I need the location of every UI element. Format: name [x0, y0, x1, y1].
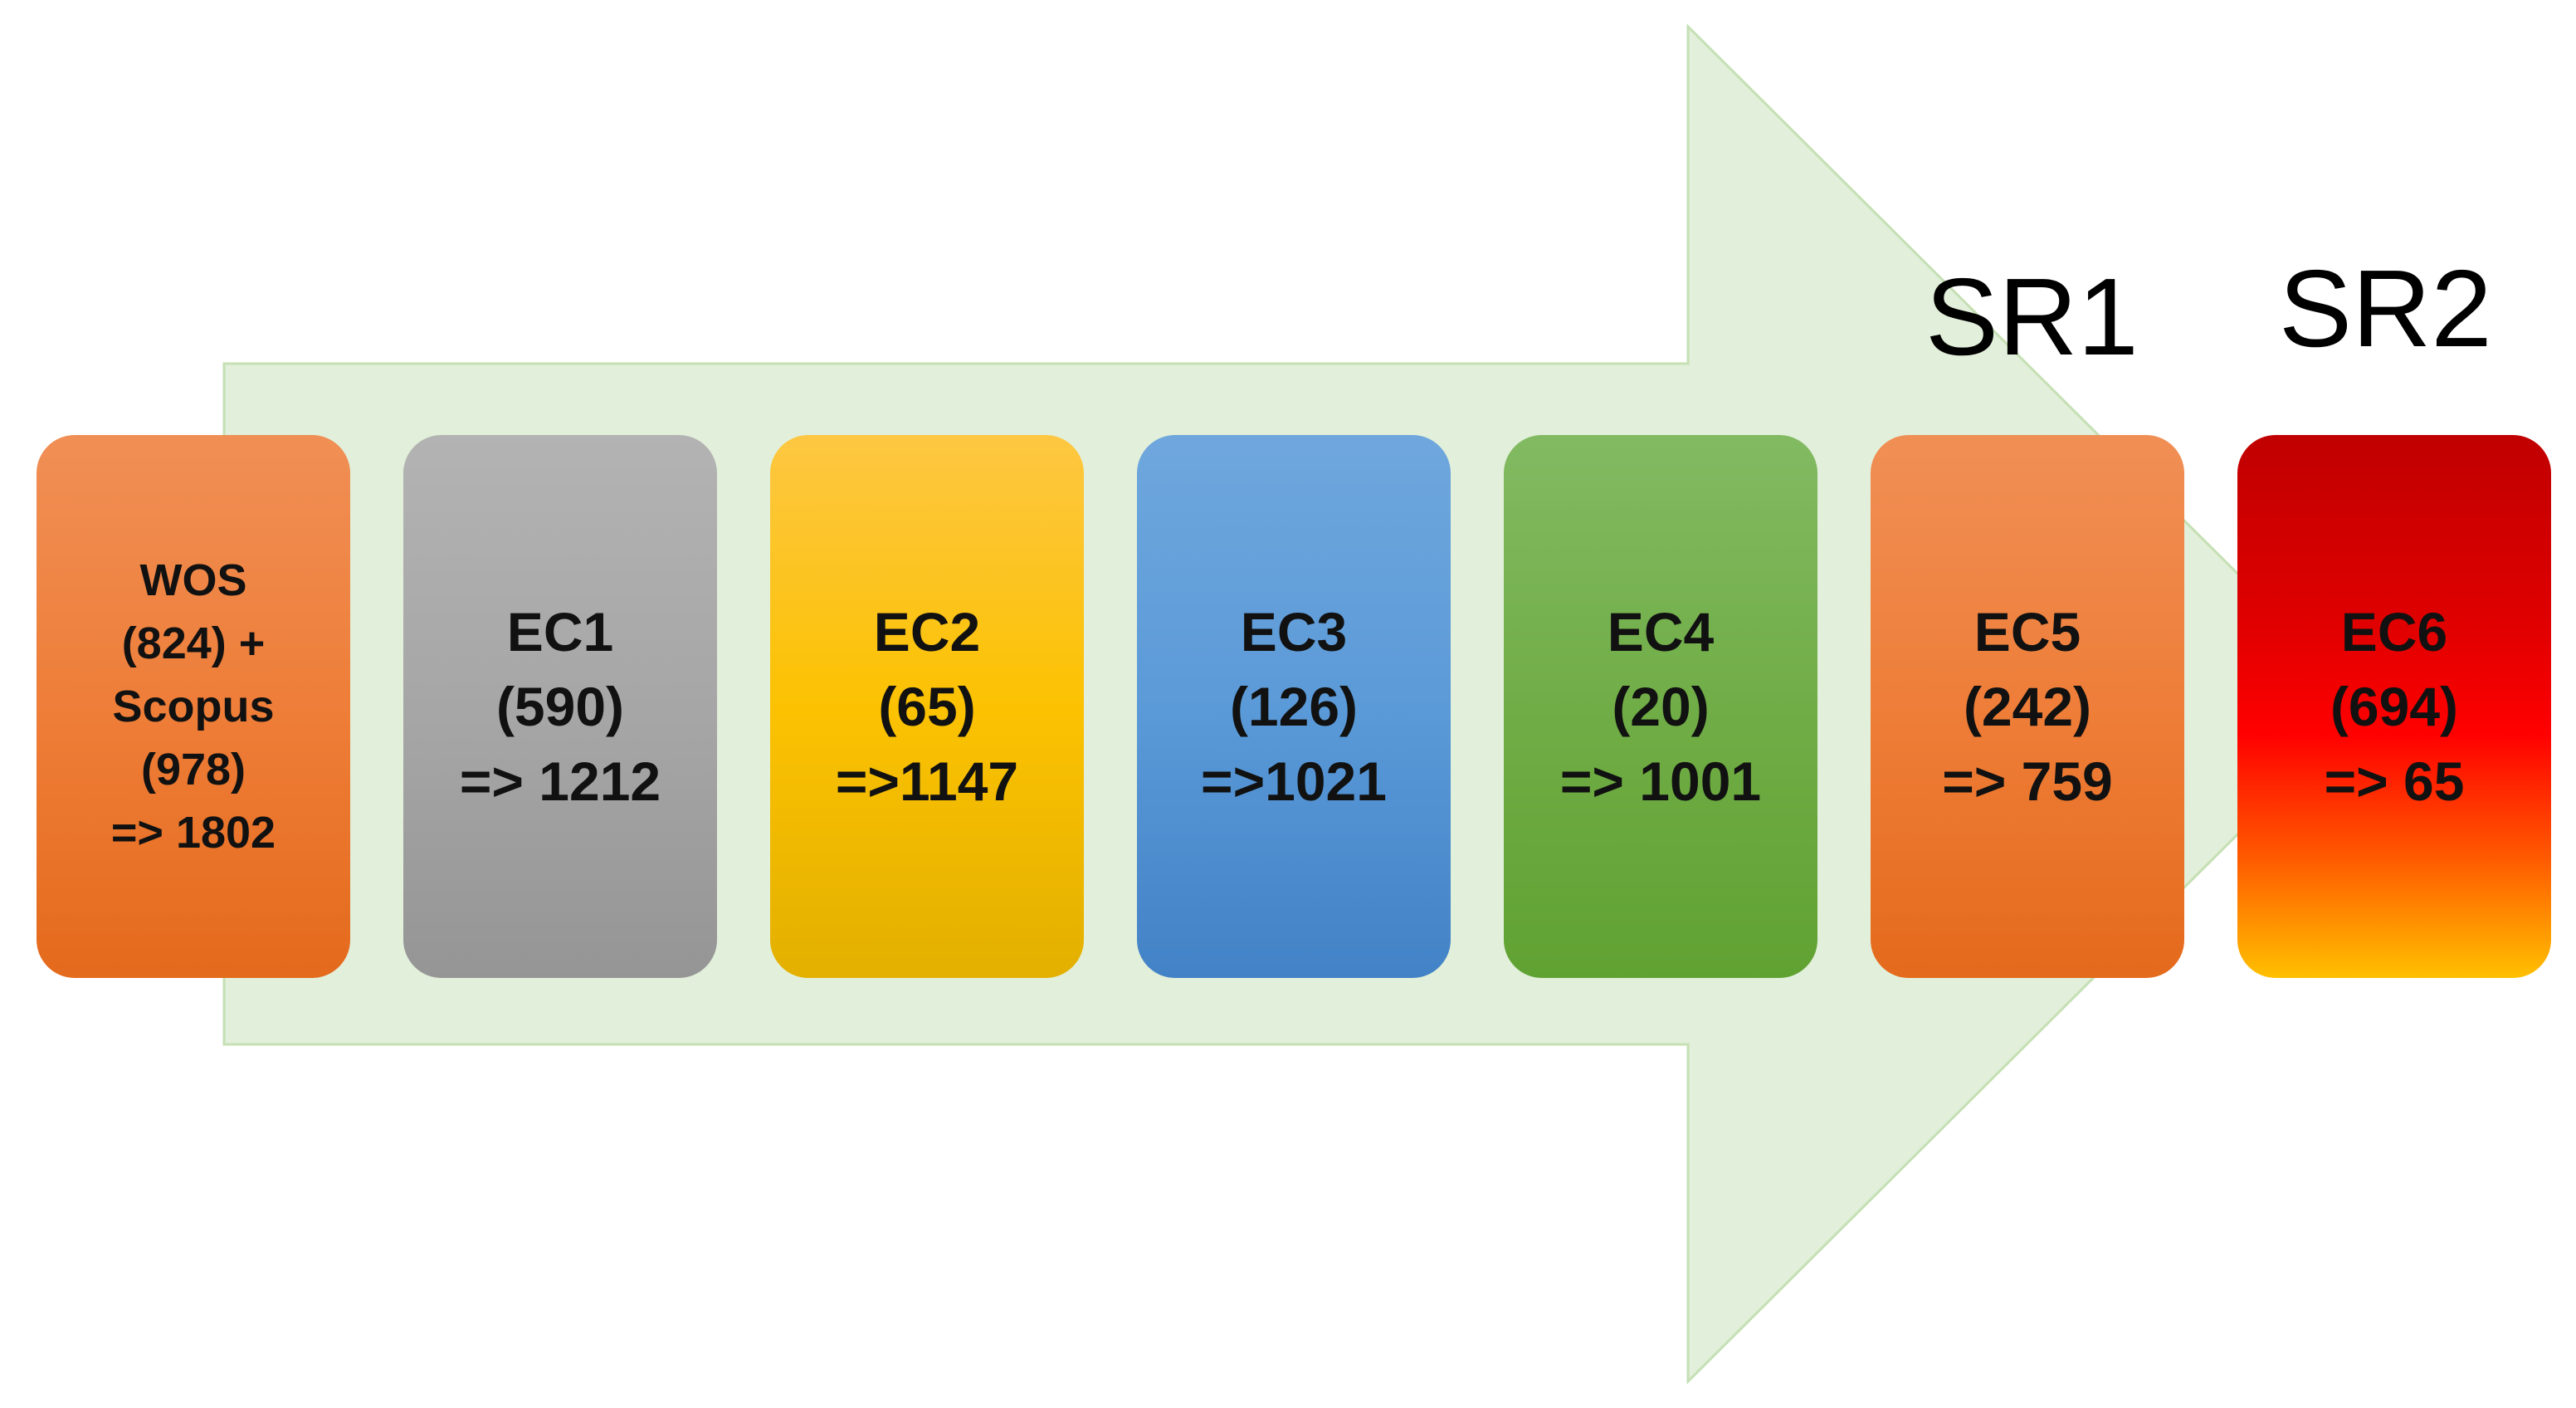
box-count: (65)	[878, 676, 976, 737]
step-box-ec3: EC3 (126) =>1021	[1137, 435, 1451, 978]
box-count: (694)	[2330, 676, 2459, 737]
box-result: =>1147	[835, 750, 1019, 812]
box-result: => 1001	[1559, 750, 1762, 812]
box-title: EC1	[506, 601, 614, 662]
box-result: => 65	[2324, 750, 2465, 812]
box-line: Scopus	[112, 682, 275, 731]
stage-label-sr1: SR1	[1925, 256, 2139, 378]
box-title: EC4	[1607, 601, 1715, 662]
box-title: EC2	[873, 601, 981, 662]
box-count: (20)	[1612, 676, 1710, 737]
box-result: => 1212	[459, 750, 661, 812]
step-box-wos-scopus: WOS (824) + Scopus (978) => 1802	[37, 435, 350, 978]
box-title: EC3	[1240, 601, 1348, 662]
box-count: (590)	[495, 676, 625, 737]
step-box-ec4: EC4 (20) => 1001	[1504, 435, 1817, 978]
box-result: => 759	[1942, 750, 2113, 812]
step-box-ec5: EC5 (242) => 759	[1871, 435, 2184, 978]
box-line: WOS	[139, 555, 247, 605]
box-count: (126)	[1229, 676, 1359, 737]
step-box-ec6: EC6 (694) => 65	[2237, 435, 2551, 978]
step-box-ec1: EC1 (590) => 1212	[403, 435, 717, 978]
box-result: =>1021	[1201, 750, 1387, 812]
stage-label-sr2: SR2	[2279, 247, 2492, 369]
box-count: (242)	[1963, 676, 2092, 737]
box-title: EC6	[2340, 601, 2448, 662]
box-line: => 1802	[110, 808, 276, 858]
box-line: (978)	[140, 745, 246, 794]
box-line: (824) +	[121, 618, 266, 668]
step-box-ec2: EC2 (65) =>1147	[770, 435, 1084, 978]
box-title: EC5	[1973, 601, 2081, 662]
